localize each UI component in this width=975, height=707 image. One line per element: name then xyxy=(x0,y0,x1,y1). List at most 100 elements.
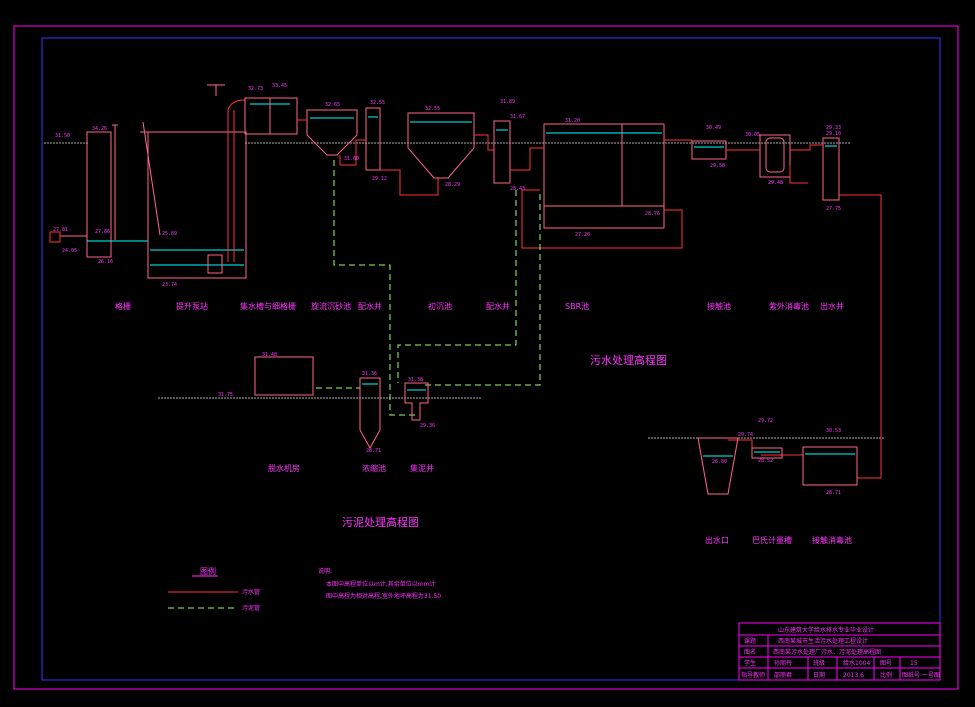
title-sludge: 污泥处理高程图 xyxy=(342,515,419,529)
outer-frame xyxy=(13,25,959,690)
elev-label: 28.71 xyxy=(366,448,381,454)
unit-label: 旋流沉砂池 xyxy=(311,301,351,311)
elev-label: 29.10 xyxy=(826,131,841,137)
parshall-flume xyxy=(751,447,783,459)
tb-cell: 孙丽丹 xyxy=(774,659,792,667)
sludge-collect-well xyxy=(404,382,429,421)
tb-cell: 15 xyxy=(910,660,918,667)
unit-label: 配水井 xyxy=(486,301,510,311)
sludge-dewatering-house xyxy=(254,356,314,396)
tb-value: 西南某污水处理厂污水、污泥处理高程图 xyxy=(773,648,881,656)
unit-label: 接触消毒池 xyxy=(812,535,852,545)
elev-label: 29.33 xyxy=(826,125,841,131)
elev-label: 27.75 xyxy=(826,206,841,212)
tb-cell: 图纸号 一号图 xyxy=(902,671,940,679)
elev-label: 30.49 xyxy=(706,125,721,131)
elev-label: 28.29 xyxy=(445,182,460,188)
outlet-channel xyxy=(697,437,739,495)
elev-label: 30.05 xyxy=(745,132,760,138)
tb-cell: 指导教师 xyxy=(741,671,765,679)
elev-label: 29.36 xyxy=(420,423,435,429)
legend-item: 污泥管 xyxy=(242,604,260,612)
tb-school: 山东建筑大学给水排水专业毕业设计 xyxy=(778,626,874,634)
notes-title: 说明: xyxy=(318,567,332,575)
elev-label: 23.74 xyxy=(162,282,177,288)
unit-label: 提升泵站 xyxy=(176,301,208,311)
elev-label: 29.12 xyxy=(372,176,387,182)
tb-cell: 日期 xyxy=(813,671,825,679)
title-wastewater: 污水处理高程图 xyxy=(590,353,667,367)
elev-label: 28.76 xyxy=(645,211,660,217)
sludge-pipes xyxy=(316,160,541,416)
unit-label: 浓缩池 xyxy=(362,463,386,473)
unit-label: 配水井 xyxy=(358,301,382,311)
elev-label: 25.89 xyxy=(162,231,177,237)
elev-label: 31.50 xyxy=(55,133,70,139)
primary-clarifier xyxy=(407,112,475,179)
tb-cell: 比例 xyxy=(880,671,892,679)
unit-label: 格栅 xyxy=(115,301,131,311)
elev-label: 29.58 xyxy=(710,163,725,169)
elev-label: 31.60 xyxy=(344,156,359,162)
note-line: 本图中高程单位以m计,其余单位以mm计 xyxy=(326,580,435,588)
elev-label: 29.48 xyxy=(768,180,783,186)
unit-label: 脱水机房 xyxy=(268,463,300,473)
grit-chamber xyxy=(306,109,358,156)
title-block xyxy=(738,622,941,681)
elev-label: 31.67 xyxy=(510,114,525,120)
elev-label: 28.52 xyxy=(758,458,773,464)
title-block-text: 山东建筑大学给水排水专业毕业设计 课题 西南某城市生活污水处理工程设计 图名 西… xyxy=(741,626,940,679)
unit-label: 出水井 xyxy=(820,301,844,311)
tb-cell: 给水1004 xyxy=(843,659,870,667)
uv-disinfection xyxy=(759,134,791,178)
unit-label: SBR池 xyxy=(565,301,589,311)
elev-label: 31.89 xyxy=(500,99,515,105)
tb-value: 西南某城市生活污水处理工程设计 xyxy=(778,637,868,645)
elev-label: 26.80 xyxy=(712,459,727,465)
fine-screen xyxy=(207,84,298,135)
elev-label: 31.75 xyxy=(218,392,233,398)
elev-label: 29.74 xyxy=(738,432,753,438)
unit-label: 集水槽与细格栅 xyxy=(240,301,296,311)
elev-label: 31.36 xyxy=(362,371,377,377)
unit-label: 集泥井 xyxy=(410,463,434,473)
tb-label: 课题 xyxy=(744,637,756,645)
elev-label: 27.86 xyxy=(95,229,110,235)
tb-cell: 2013.6 xyxy=(843,672,864,679)
tb-label: 图名 xyxy=(744,648,756,656)
elev-label: 27.20 xyxy=(575,232,590,238)
outlet-well xyxy=(822,137,840,201)
elev-label: 31.20 xyxy=(565,118,580,124)
elev-label: 29.72 xyxy=(758,418,773,424)
elev-label: 34.26 xyxy=(92,126,107,132)
elev-label: 32.55 xyxy=(370,100,385,106)
tb-cell: 班级 xyxy=(813,659,825,667)
elev-label: 30.53 xyxy=(826,428,841,434)
unit-label: 接触池 xyxy=(707,301,731,311)
elev-label: 32.55 xyxy=(425,106,440,112)
tb-cell: 学生 xyxy=(744,659,756,667)
elev-label: 31.38 xyxy=(408,377,423,383)
elev-label: 32.65 xyxy=(325,102,340,108)
unit-label: 紫外消毒池 xyxy=(769,301,809,311)
screen-chamber xyxy=(49,124,148,258)
tb-cell: 图号 xyxy=(880,660,892,667)
legend: 图例 污水管 污泥管 xyxy=(168,566,260,612)
elev-label: 28.71 xyxy=(826,490,841,496)
elev-label: 32.73 xyxy=(248,86,263,92)
inner-frame xyxy=(41,37,941,681)
legend-item: 污水管 xyxy=(242,588,260,596)
contact-disinfection-tank xyxy=(802,446,858,486)
sewage-pipes xyxy=(297,119,882,479)
contact-tank xyxy=(691,140,727,160)
distribution-well-2 xyxy=(493,120,511,184)
notes: 说明: 本图中高程单位以m计,其余单位以mm计 图中高程为相对高程,室外地坪高程… xyxy=(318,567,441,600)
sludge-thickener xyxy=(359,377,381,450)
elev-label: 26.16 xyxy=(98,259,113,265)
unit-labels: 格栅 提升泵站 集水槽与细格栅 旋流沉砂池 配水井 初沉池 配水井 SBR池 接… xyxy=(115,301,852,545)
elev-label: 27.81 xyxy=(53,227,68,233)
pump-station xyxy=(140,99,247,279)
elevation-labels: 31.50 34.26 27.81 27.86 26.16 25.89 24.0… xyxy=(53,83,841,496)
